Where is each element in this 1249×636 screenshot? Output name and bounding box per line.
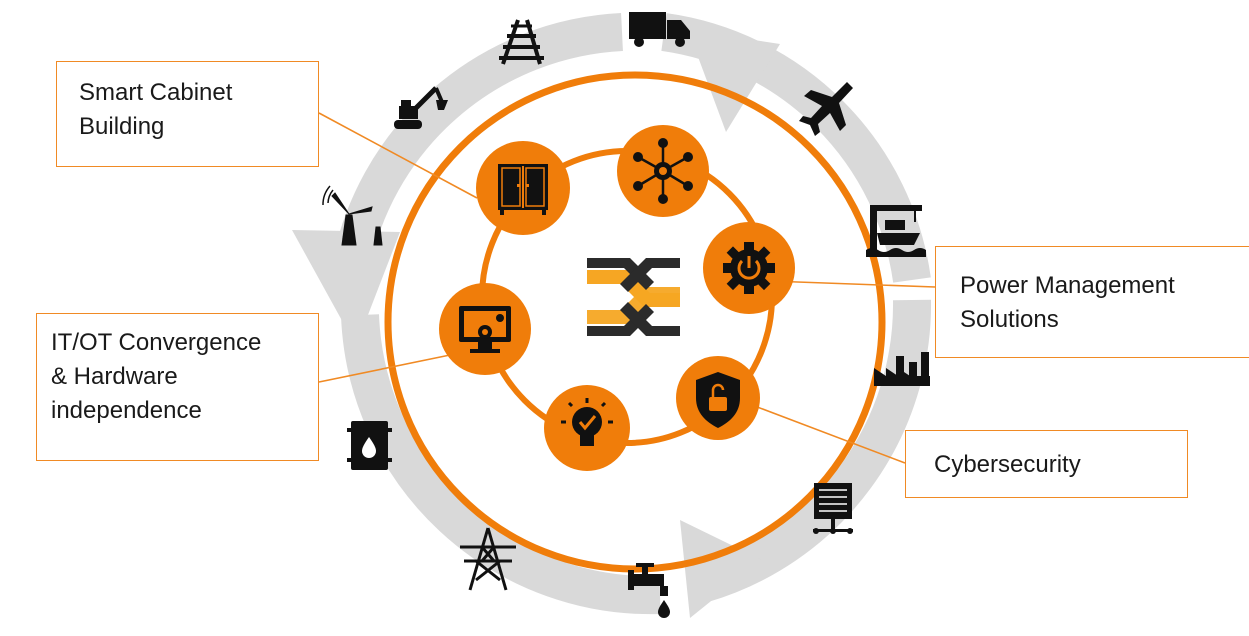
smart-cabinet-label: Smart Cabinet Building (56, 61, 319, 167)
oil-barrel-icon (347, 421, 392, 470)
leader-line-itot (318, 354, 451, 383)
gear-power-icon (703, 222, 795, 314)
it-ot-convergence-label: IT/OT Convergence & Hardware independenc… (36, 313, 319, 461)
wind-turbine-icon (322, 185, 383, 246)
shield-lock-icon (676, 356, 760, 440)
cycle-arrowhead-top (688, 30, 780, 132)
power-management-label: Power Management Solutions (935, 246, 1249, 358)
leader-line-cyber (751, 404, 906, 464)
iot-network-icon (617, 125, 709, 217)
power-pylon-icon (460, 527, 516, 591)
server-rack-icon (813, 483, 853, 534)
truck-icon (629, 12, 690, 47)
leader-lines (318, 112, 936, 464)
airplane-icon (799, 82, 853, 136)
cabinet-icon (476, 141, 570, 235)
excavator-icon (394, 86, 448, 129)
monitor-gear-icon (439, 283, 531, 375)
water-tap-icon (628, 563, 670, 618)
factory-icon (874, 352, 930, 386)
outer-orange-ring (384, 71, 886, 573)
leader-line-power (769, 280, 936, 288)
crossing-arrows-logo (587, 258, 680, 336)
cycle-arrowheads (292, 30, 780, 618)
railway-track-icon (499, 19, 544, 65)
cybersecurity-label: Cybersecurity (905, 430, 1188, 498)
leader-line-cabinet (318, 112, 478, 199)
port-crane-ship-icon (866, 205, 926, 257)
cycle-arrowhead-bottom (680, 520, 762, 618)
lightbulb-check-icon (544, 385, 630, 471)
cycle-arrowhead-left (292, 230, 400, 346)
cycle-arc-bottom-left (341, 314, 661, 615)
